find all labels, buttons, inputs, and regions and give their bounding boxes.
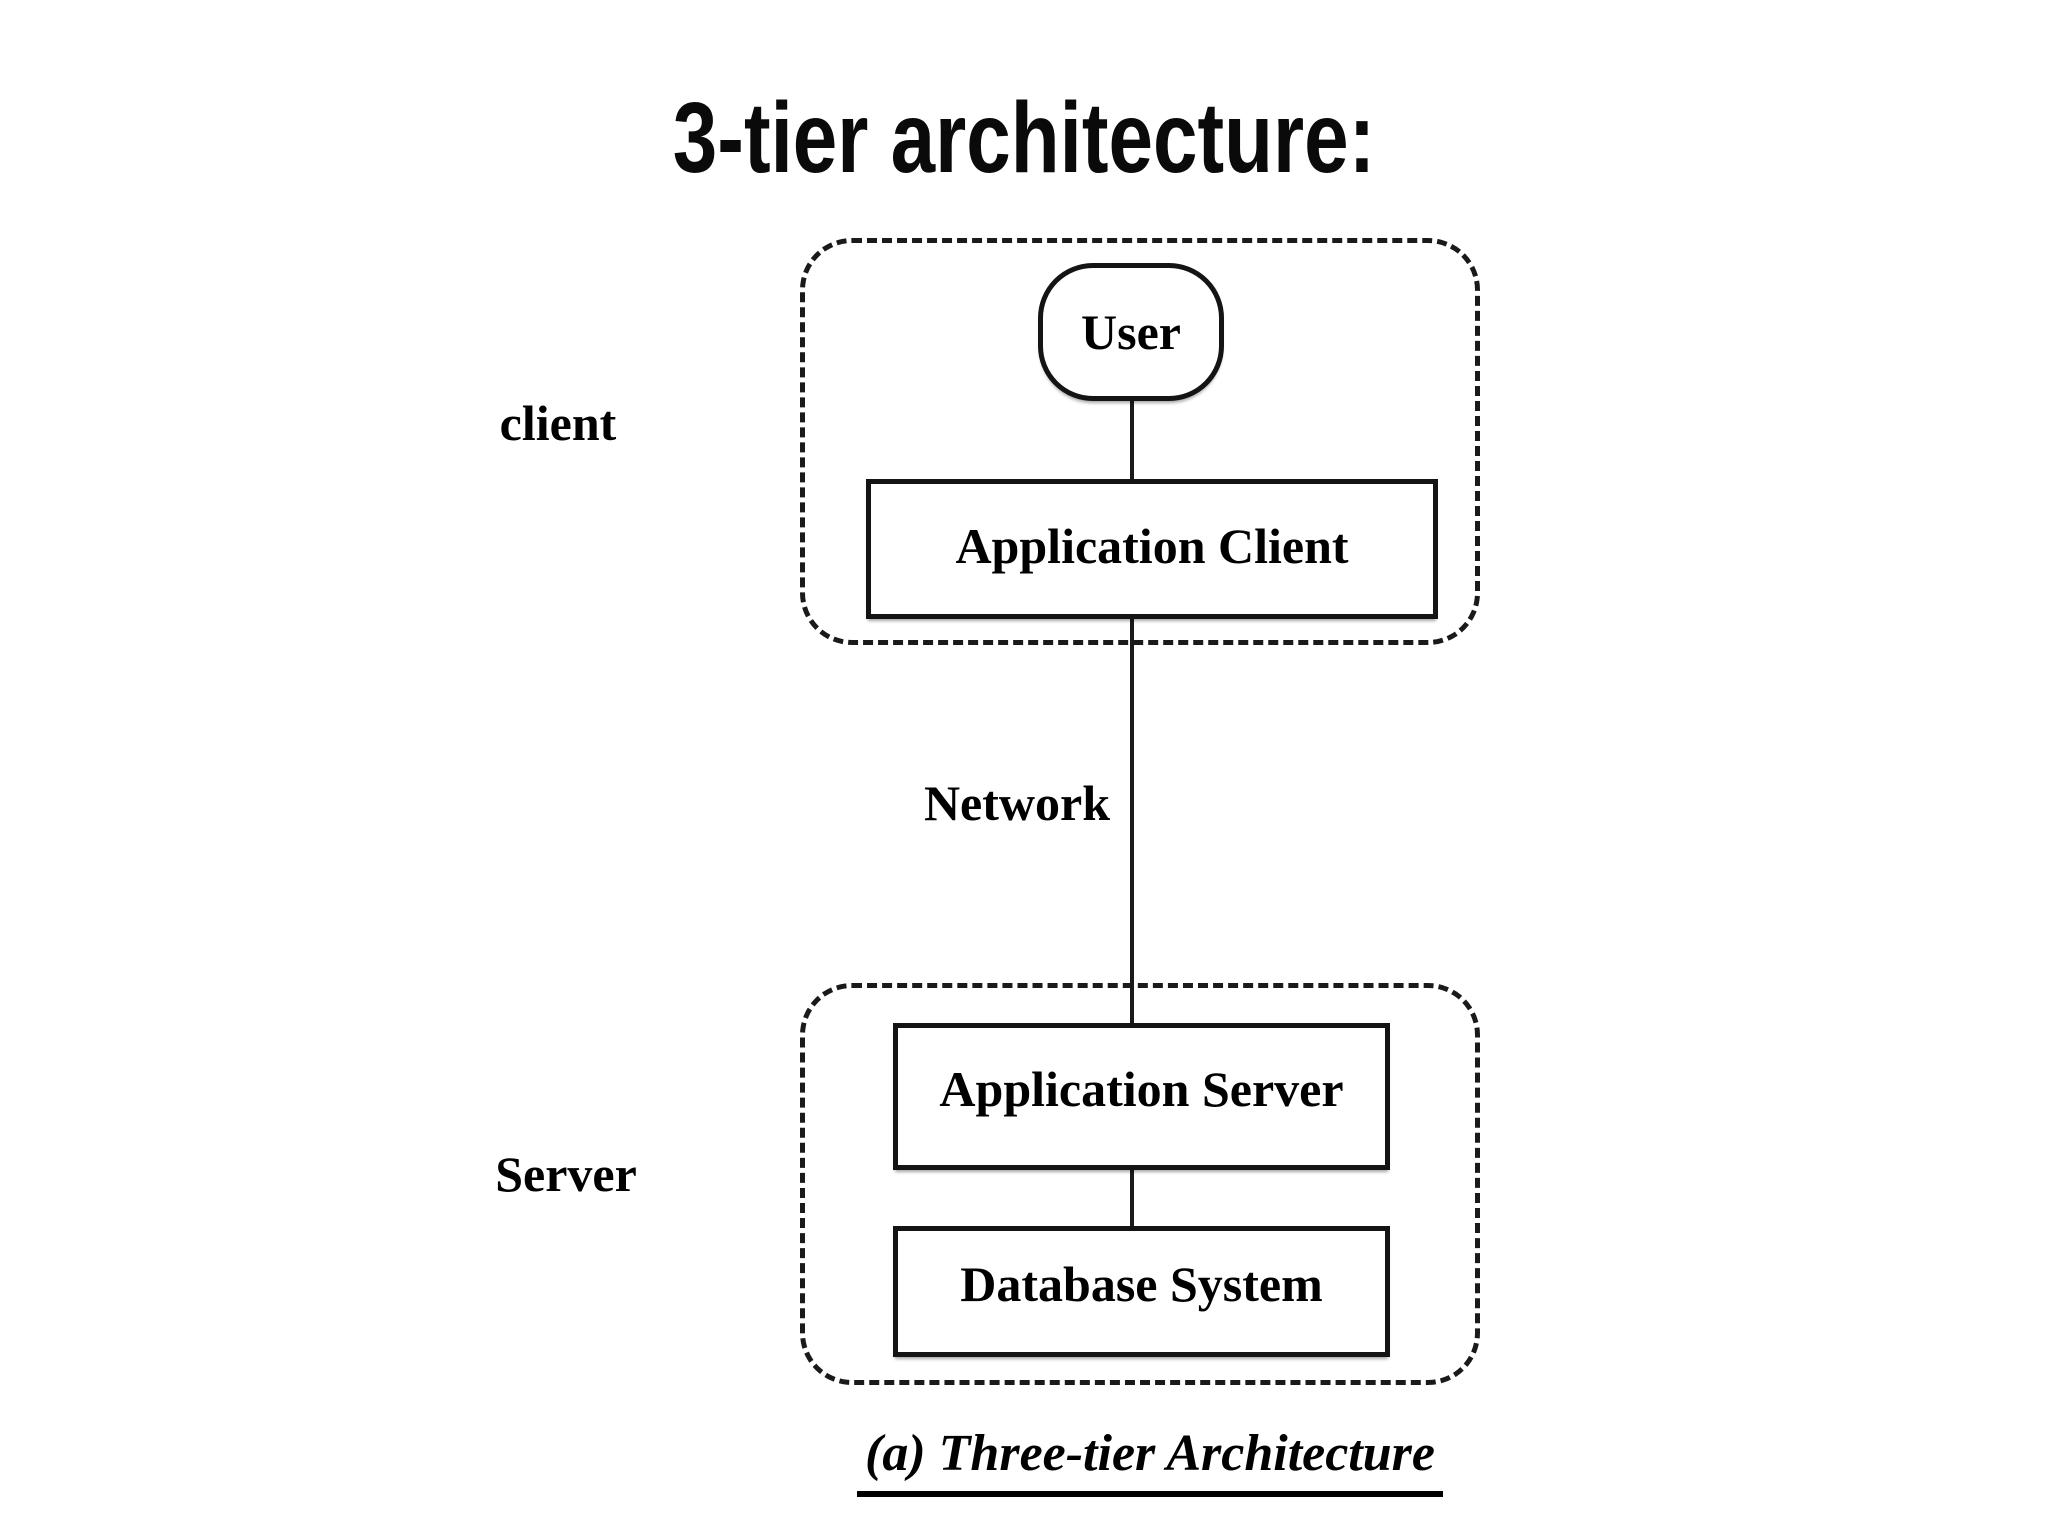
client-tier-group <box>800 238 1480 645</box>
user-node-label: User <box>1081 304 1181 360</box>
network-label: Network <box>923 775 1110 831</box>
user-node: User <box>1038 263 1224 401</box>
user-to-application-client-connector <box>1130 397 1134 483</box>
client-tier-label: client <box>499 395 617 451</box>
application-client-node-label: Application Client <box>955 518 1349 574</box>
application-server-node-label: Application Server <box>939 1060 1344 1117</box>
server-tier-group <box>800 983 1480 1385</box>
database-system-node-label: Database System <box>960 1255 1323 1312</box>
application-client-node: Application Client <box>866 479 1438 619</box>
database-system-node: Database System <box>893 1226 1390 1357</box>
diagram-caption-text: (a) Three-tier Architecture <box>857 1424 1443 1497</box>
diagram-caption: (a) Three-tier Architecture <box>700 1424 1600 1497</box>
application-server-node: Application Server <box>893 1023 1390 1170</box>
application-server-to-database-connector <box>1130 1168 1134 1230</box>
slide-title: 3-tier architecture: <box>0 78 2048 198</box>
slide-title-text: 3-tier architecture: <box>672 82 1376 194</box>
server-tier-label: Server <box>495 1146 637 1202</box>
network-connector <box>1130 615 1134 1027</box>
